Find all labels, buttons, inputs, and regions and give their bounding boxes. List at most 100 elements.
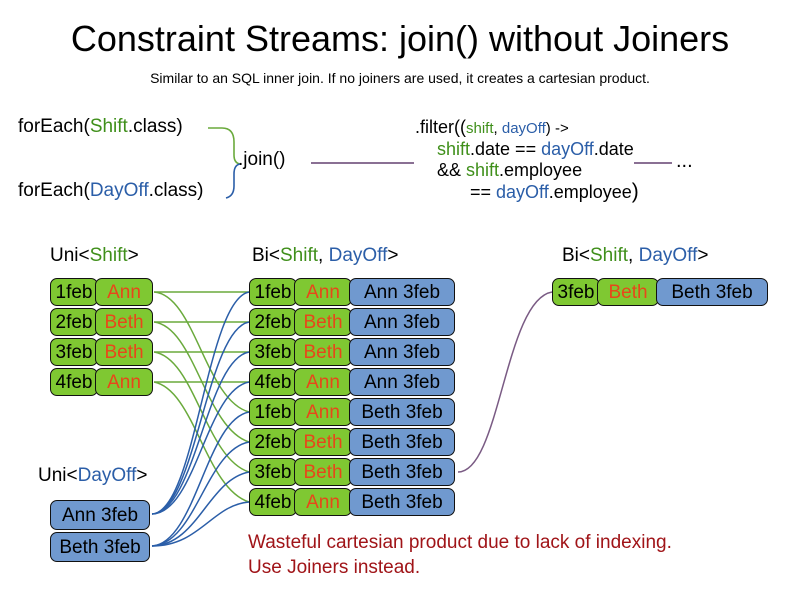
warning-text: Wasteful cartesian product due to lack o… [248,530,672,580]
joined-card-employee: Ann [294,488,352,516]
bi-right-type2: DayOff [638,245,698,266]
joined-card-dayoff: Beth 3feb [349,488,455,516]
joined-card-employee: Ann [294,368,352,396]
joined-card-dayoff: Ann 3feb [349,308,455,336]
foreach-shift-type: Shift [89,116,128,137]
bi-mid-type1: Shift [280,245,319,266]
bi-mid-type2: DayOff [328,245,388,266]
joined-card-employee: Ann [294,278,352,306]
uni-shift-type: Shift [89,245,128,266]
filter-l3-shift: shift [466,160,500,180]
shift-card-employee: Ann [95,368,153,396]
filtered-card-employee: Beth [597,278,659,306]
shift-card-date: 4feb [50,368,98,396]
filter-l2-mid: .date == [470,139,542,159]
shift-card-employee: Beth [95,308,153,336]
shift-card-date: 1feb [50,278,98,306]
filter-l4-paren: ) [631,180,639,203]
joined-card-date: 3feb [249,458,297,486]
filter-l4-dayoff: dayOff [496,182,549,202]
shift-card-employee: Beth [95,338,153,366]
joined-card-date: 2feb [249,428,297,456]
filter-line-1: .filter((shift, dayOff) -> [415,117,639,139]
code-foreach-dayoff: forEach(DayOff.class) [18,181,204,200]
foreach-shift-prefix: forEach( [18,116,90,137]
joined-card-dayoff: Beth 3feb [349,428,455,456]
foreach-dayoff-prefix: forEach( [18,180,90,201]
dayoff-card-label: Beth 3feb [50,532,150,562]
code-join-label: .join() [238,149,286,170]
joined-card-date: 4feb [249,368,297,396]
shift-card-employee: Ann [95,278,153,306]
foreach-shift-suffix: .class) [127,116,183,137]
filter-l1-shift: shift [466,120,494,137]
joined-card-date: 1feb [249,398,297,426]
filtered-card-dayoff: Beth 3feb [656,278,768,306]
uni-shift-post: > [127,245,139,266]
filter-l3-a: && [437,160,467,180]
joined-card-date: 4feb [249,488,297,516]
joined-card-date: 2feb [249,308,297,336]
bi-mid-comma: , [318,245,329,266]
bi-right-comma: , [628,245,639,266]
bi-mid-post: > [387,245,399,266]
bi-right-type1: Shift [590,245,629,266]
bi-right-post: > [697,245,709,266]
bi-right-pre: Bi< [562,245,590,266]
page-subtitle: Similar to an SQL inner join. If no join… [150,70,650,86]
warning-line-2: Use Joiners instead. [248,557,421,578]
filter-l2-shift: shift [437,139,471,159]
uni-dayoff-post: > [136,465,148,486]
joined-card-employee: Beth [294,308,352,336]
joined-card-employee: Beth [294,458,352,486]
foreach-dayoff-type: DayOff [89,180,149,201]
filter-l3-end: .employee [499,160,583,180]
filter-l2-dayoff: dayOff [541,139,594,159]
filter-l4-a: == [470,182,497,202]
joined-card-dayoff: Beth 3feb [349,458,455,486]
code-foreach-shift: forEach(Shift.class) [18,117,183,136]
joined-card-dayoff: Ann 3feb [349,278,455,306]
shift-card-date: 3feb [50,338,98,366]
label-uni-dayoff: Uni<DayOff> [38,465,148,487]
filter-l1-dayoff: dayOff [501,120,546,137]
label-bi-middle: Bi<Shift, DayOff> [252,245,398,267]
filtered-card-date: 3feb [552,278,600,306]
joined-card-date: 3feb [249,338,297,366]
joined-card-employee: Ann [294,398,352,426]
dayoff-card-label: Ann 3feb [50,500,150,530]
joined-card-dayoff: Ann 3feb [349,338,455,366]
filter-l1-comma: , [493,120,502,137]
dayoff-card: Ann 3feb [50,500,150,530]
label-uni-shift: Uni<Shift> [50,245,139,267]
filter-l4-end: .employee [548,182,632,202]
filter-l1-a: .filter(( [415,117,466,137]
filter-line-3: && shift.employee [437,160,639,181]
warning-line-1: Wasteful cartesian product due to lack o… [248,532,672,553]
dayoff-card: Beth 3feb [50,532,150,562]
filter-l2-end: .date [593,139,634,159]
filter-line-2: shift.date == dayOff.date [437,139,639,160]
uni-dayoff-type: DayOff [77,465,137,486]
foreach-dayoff-suffix: .class) [148,180,204,201]
pipeline-ellipsis: ... [676,150,693,172]
filter-l1-b: ) -> [545,120,569,137]
code-filter-block: .filter((shift, dayOff) -> shift.date ==… [415,117,639,203]
page-title: Constraint Streams: join() without Joine… [70,18,730,59]
uni-shift-pre: Uni< [50,245,90,266]
joined-card-dayoff: Beth 3feb [349,398,455,426]
